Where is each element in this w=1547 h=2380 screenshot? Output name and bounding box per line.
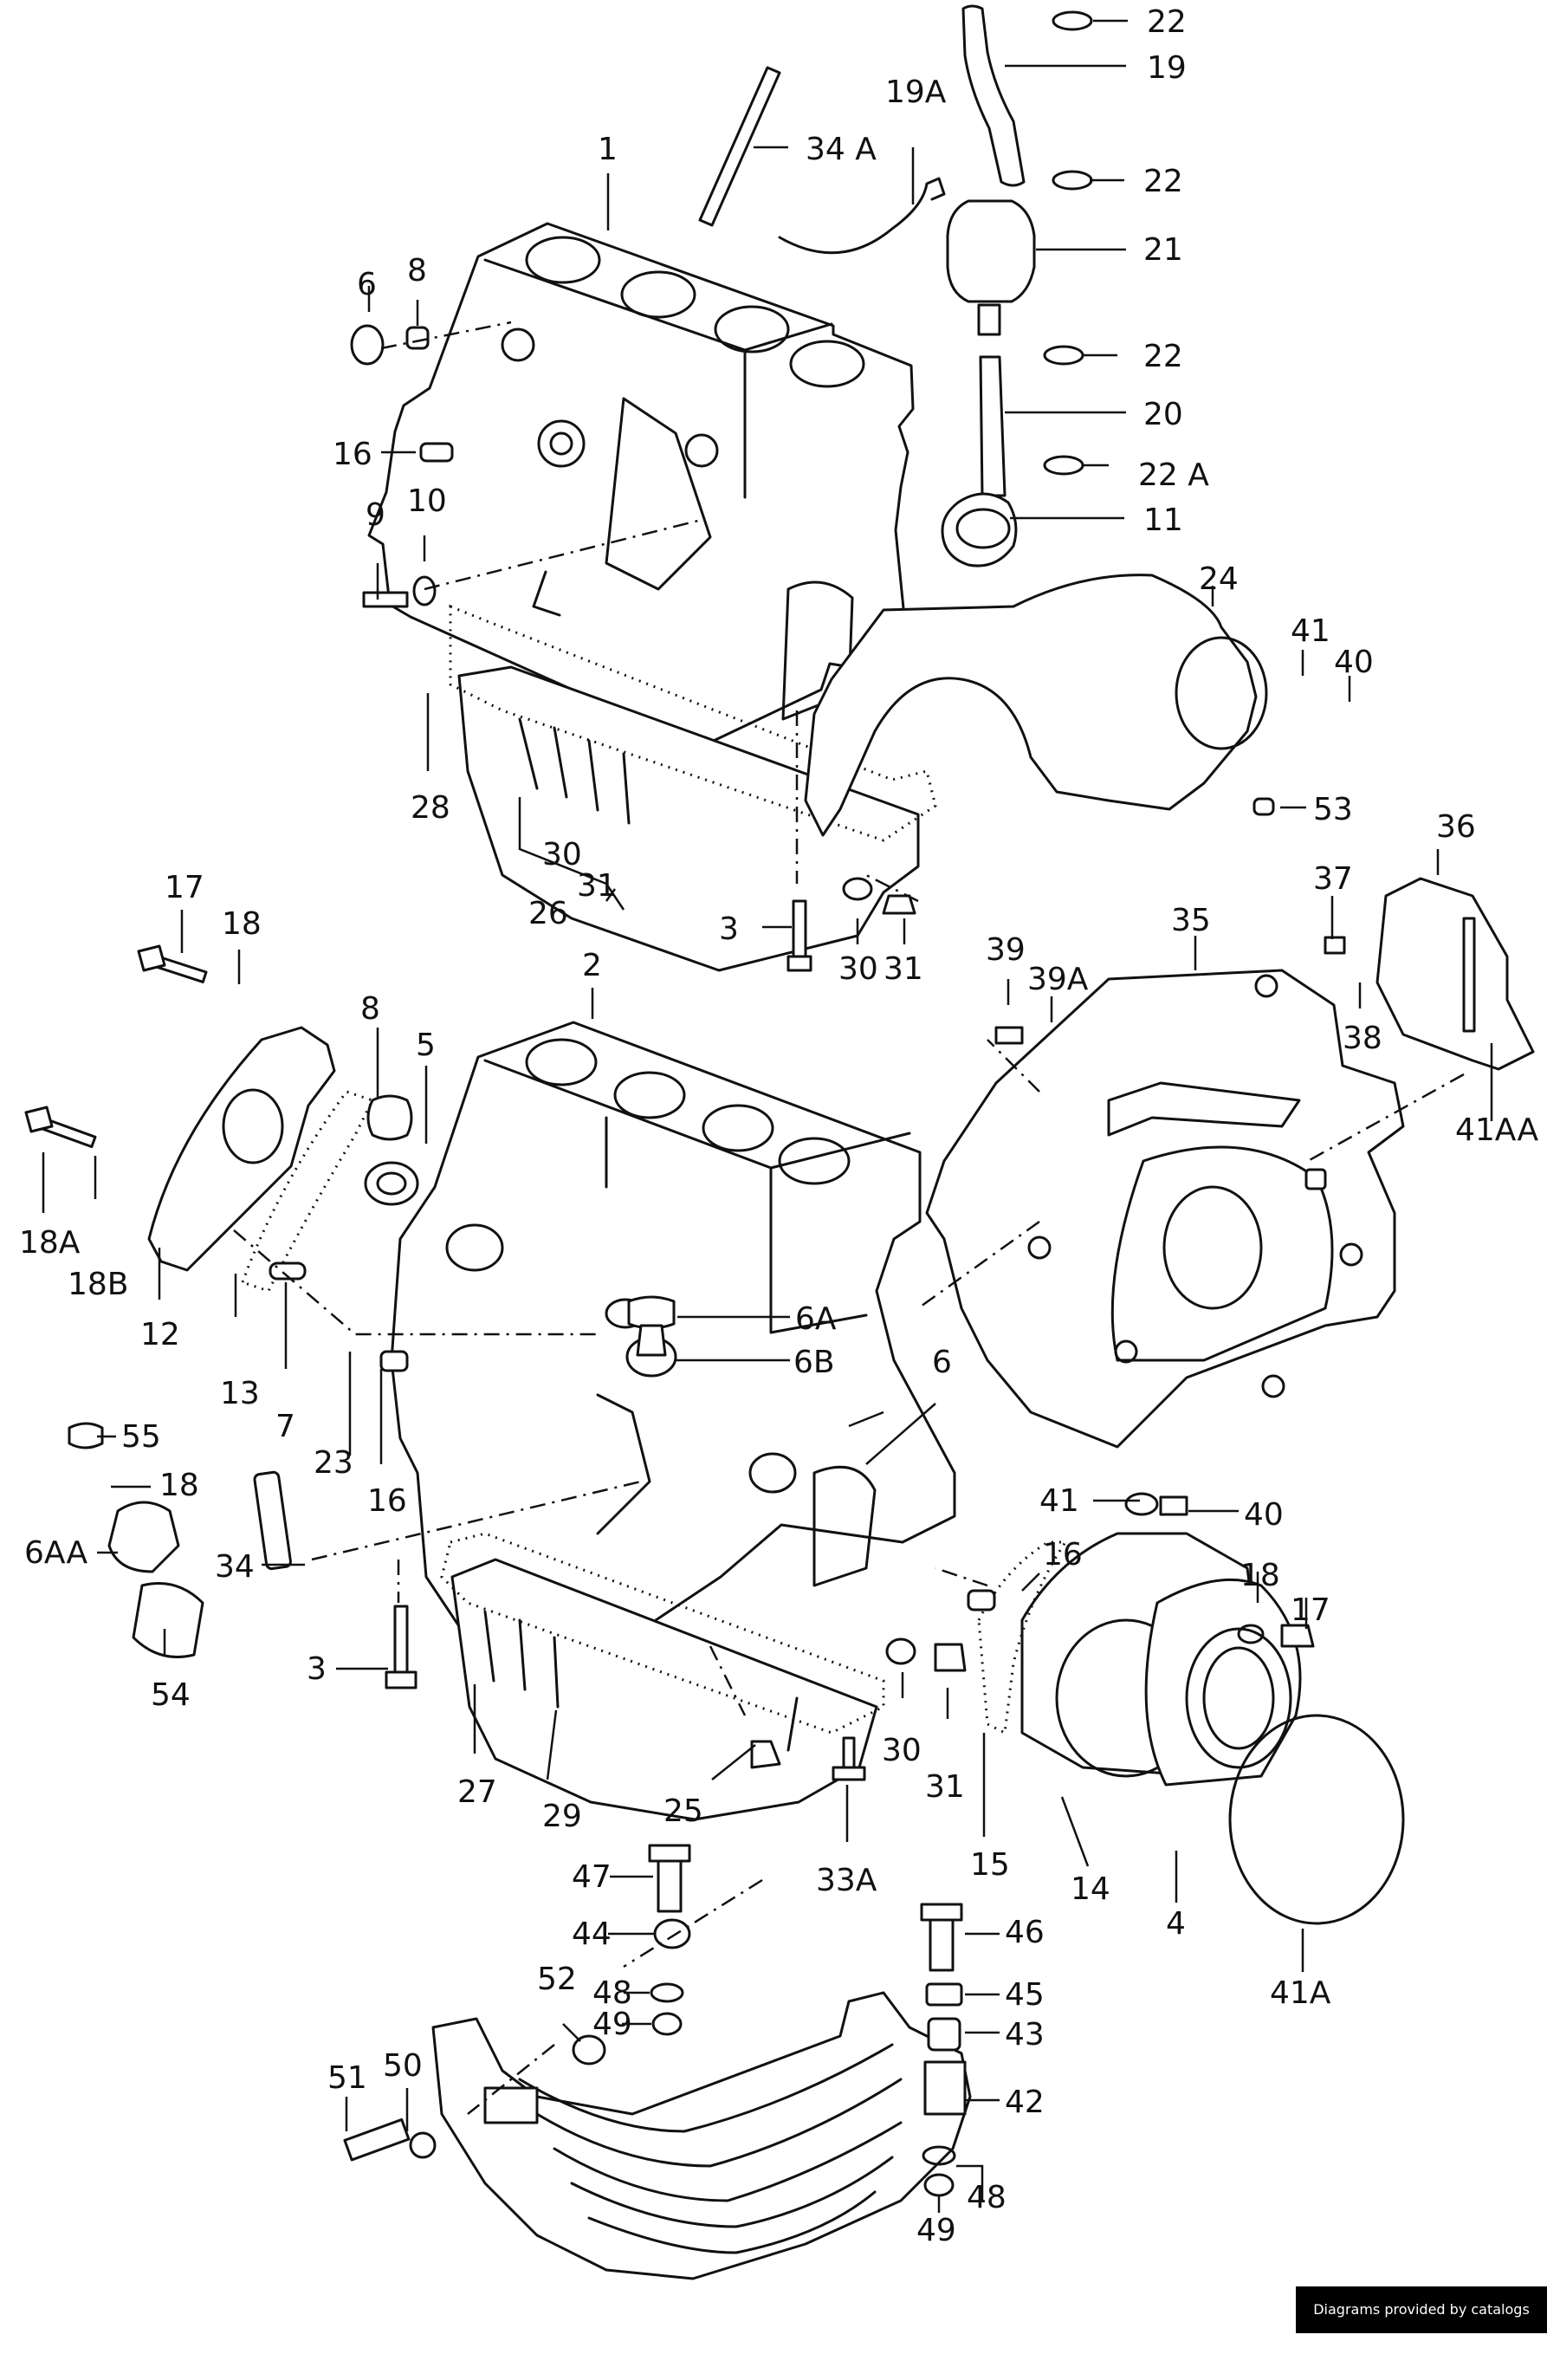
engine-block-upper: [367, 222, 937, 972]
callout-42: 42: [1005, 2085, 1045, 2120]
callout-22A: 22 A: [1138, 457, 1209, 493]
cover-plate-36: [1375, 877, 1535, 1071]
callout-10: 10: [407, 483, 447, 519]
callout-14: 14: [1071, 1871, 1110, 1907]
callout-16: 16: [367, 1483, 407, 1519]
callout-8: 8: [407, 253, 427, 289]
misc-hardware: [24, 324, 1346, 1781]
callout-40: 40: [1244, 1497, 1284, 1533]
callout-35: 35: [1171, 903, 1211, 938]
callout-18A: 18A: [19, 1225, 81, 1261]
callout-51: 51: [327, 2060, 367, 2096]
skid-plate-assembly: [343, 1844, 972, 2280]
callout-2: 2: [582, 948, 602, 983]
callout-16: 16: [333, 437, 372, 472]
callout-20: 20: [1143, 397, 1183, 432]
callout-30: 30: [542, 837, 582, 872]
callout-33A: 33A: [816, 1863, 877, 1898]
callout-37: 37: [1313, 861, 1353, 897]
callout-22: 22: [1147, 4, 1187, 40]
callout-11: 11: [1143, 503, 1183, 538]
callout-27: 27: [457, 1774, 497, 1810]
callout-6AA: 6AA: [24, 1535, 88, 1571]
callout-52: 52: [537, 1962, 577, 1997]
engine-block-lower: [390, 1021, 956, 1821]
callout-55: 55: [121, 1419, 161, 1455]
callout-41A: 41A: [1270, 1975, 1331, 2011]
callout-1: 1: [598, 132, 618, 167]
callout-17: 17: [1291, 1592, 1330, 1628]
callout-53: 53: [1313, 792, 1353, 827]
breather-hose-assembly: [698, 4, 1093, 567]
callout-38: 38: [1343, 1021, 1382, 1056]
callout-6: 6: [932, 1345, 952, 1380]
callout-28: 28: [411, 790, 450, 826]
callout-16: 16: [1043, 1537, 1083, 1573]
callout-7: 7: [275, 1409, 295, 1444]
callout-labels: 22 19 22 21 22 20 22 A 11 34 A 19A 1 6 8…: [19, 4, 1538, 2248]
callout-41AA: 41AA: [1455, 1112, 1538, 1148]
callout-23: 23: [314, 1445, 353, 1481]
callout-30: 30: [882, 1733, 922, 1768]
callout-31: 31: [884, 951, 923, 987]
leader-lines: [42, 19, 1493, 2213]
assembly-lines: [233, 321, 1465, 2115]
callout-6: 6: [357, 267, 377, 302]
callout-36: 36: [1436, 809, 1476, 845]
callout-22: 22: [1143, 339, 1183, 374]
callout-9: 9: [366, 497, 385, 533]
callout-44: 44: [572, 1916, 612, 1952]
front-seal-flange: [147, 1026, 419, 1293]
callout-29: 29: [542, 1799, 582, 1834]
callout-25: 25: [663, 1793, 703, 1829]
callout-47: 47: [572, 1859, 612, 1895]
callout-41: 41: [1291, 613, 1330, 649]
callout-19: 19: [1147, 50, 1187, 86]
callout-45: 45: [1005, 1977, 1045, 2013]
callout-19A: 19A: [885, 75, 947, 110]
callout-50: 50: [383, 2048, 423, 2084]
callout-49: 49: [916, 2213, 956, 2248]
callout-6B: 6B: [793, 1345, 835, 1380]
callout-4: 4: [1166, 1906, 1186, 1942]
callout-18: 18: [222, 906, 262, 942]
callout-17: 17: [165, 870, 204, 905]
callout-6A: 6A: [795, 1301, 837, 1337]
callout-3: 3: [719, 911, 739, 947]
callout-12: 12: [140, 1317, 180, 1352]
callout-13: 13: [220, 1376, 260, 1411]
gasket-24: [804, 574, 1258, 837]
callout-24: 24: [1199, 561, 1239, 597]
callout-39: 39: [986, 932, 1026, 968]
callout-40: 40: [1334, 645, 1374, 680]
callout-31: 31: [577, 868, 617, 904]
callout-48: 48: [592, 1975, 632, 2011]
callout-22: 22: [1143, 164, 1183, 199]
flywheel-cover-plate: [925, 969, 1405, 1449]
callout-15: 15: [970, 1847, 1010, 1883]
callout-31: 31: [925, 1769, 965, 1805]
callout-5: 5: [416, 1028, 436, 1063]
callout-18: 18: [1240, 1558, 1280, 1593]
callout-18: 18: [159, 1468, 199, 1503]
callout-3: 3: [307, 1651, 327, 1687]
callout-21: 21: [1143, 232, 1183, 268]
callout-8: 8: [360, 991, 380, 1027]
callout-41: 41: [1039, 1483, 1079, 1519]
callout-48: 48: [967, 2180, 1007, 2215]
callout-39A: 39A: [1027, 962, 1089, 997]
callout-34: 34: [215, 1549, 255, 1585]
callout-30: 30: [838, 951, 878, 987]
callout-46: 46: [1005, 1915, 1045, 1950]
callout-26: 26: [528, 896, 568, 931]
callout-34A: 34 A: [806, 132, 877, 167]
callout-18B: 18B: [68, 1267, 129, 1302]
rear-seal-housing: [977, 1532, 1405, 1925]
callout-49: 49: [592, 2007, 632, 2042]
diagram-credit-banner: Diagrams provided by catalogs parts: [1296, 2286, 1547, 2364]
callout-43: 43: [1005, 2017, 1045, 2053]
callout-54: 54: [151, 1677, 191, 1713]
